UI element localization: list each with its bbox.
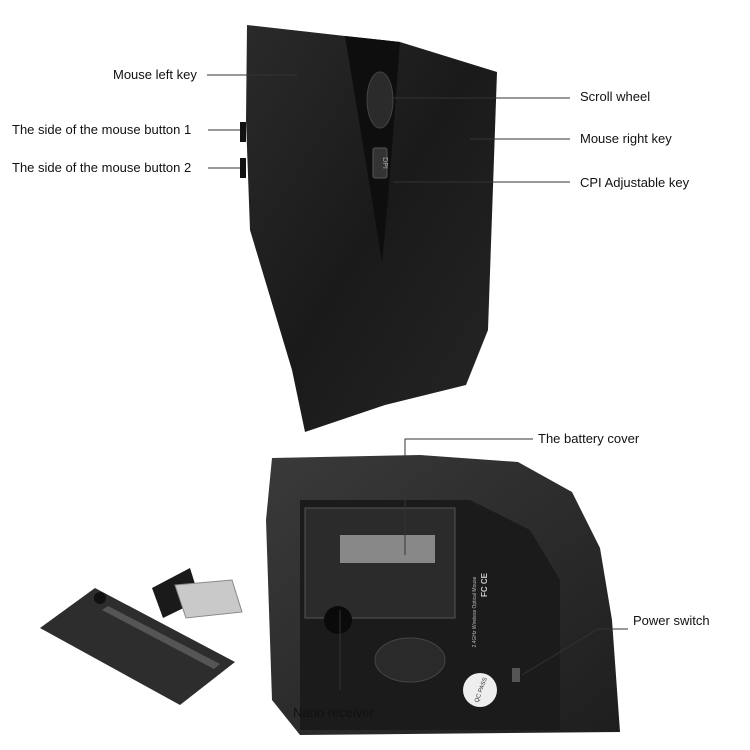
mouse-top-view: DPI xyxy=(240,25,497,432)
battery-cover xyxy=(40,588,235,705)
label-mouse-left-key: Mouse left key xyxy=(113,67,197,82)
power-switch-shape xyxy=(512,668,520,682)
side-button-1-shape xyxy=(240,122,246,142)
label-nano-receiver: Nano receiver xyxy=(293,705,374,720)
label-power-switch: Power switch xyxy=(633,613,710,628)
mouse-bottom-view: 2.4GHz Wireless Optical Mouse FC CE QC P… xyxy=(266,455,620,735)
scroll-wheel-shape xyxy=(366,71,394,129)
cpi-button-shape xyxy=(372,147,388,179)
nano-receiver-dongle xyxy=(152,568,243,619)
fcc-ce-marking: FC CE xyxy=(480,572,489,597)
label-mouse-right-key: Mouse right key xyxy=(580,131,672,146)
optical-sensor xyxy=(374,637,446,683)
model-text-marking: 2.4GHz Wireless Optical Mouse xyxy=(472,576,478,647)
side-button-2-shape xyxy=(240,158,246,178)
label-scroll-wheel: Scroll wheel xyxy=(580,89,651,104)
battery-contact xyxy=(340,535,435,563)
label-side-button-2: The side of the mouse button 2 xyxy=(12,160,192,175)
label-side-button-1: The side of the mouse button 1 xyxy=(12,122,192,137)
label-cpi-key: CPI Adjustable key xyxy=(580,175,690,190)
cpi-button-marking: DPI xyxy=(381,157,388,169)
label-battery-cover: The battery cover xyxy=(538,431,640,446)
qc-sticker xyxy=(463,673,497,707)
receiver-slot xyxy=(324,606,352,634)
leader-lines xyxy=(207,74,628,690)
